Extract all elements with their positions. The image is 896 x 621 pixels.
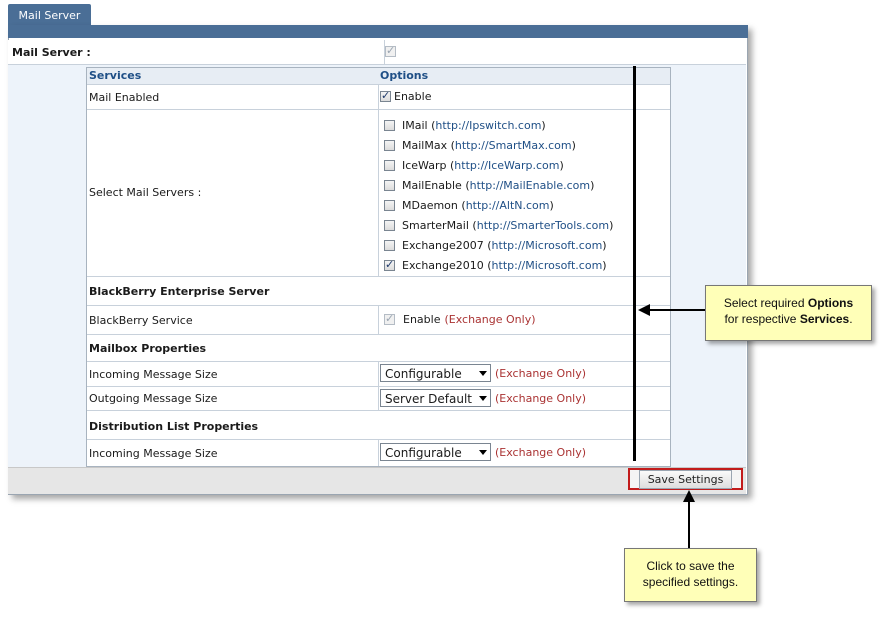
header-bar-overlay [8, 25, 748, 38]
mail-enabled-label: Mail Enabled [89, 91, 160, 104]
footer-bar [8, 467, 746, 494]
checkbox-icon[interactable] [384, 199, 395, 211]
column-divider [378, 440, 379, 466]
section-row: BlackBerry Enterprise Server [87, 277, 670, 306]
column-divider [378, 306, 379, 335]
arrow-up-icon [683, 490, 695, 550]
table-row: Select Mail Servers : [87, 110, 670, 277]
tab-mail-server[interactable]: Mail Server [8, 4, 91, 27]
header-options: Options [380, 69, 429, 82]
blackberry-section-title: BlackBerry Enterprise Server [89, 285, 270, 298]
checkbox-icon[interactable] [384, 139, 395, 151]
exchange-only-note: (Exchange Only) [495, 445, 587, 459]
checkbox-icon[interactable] [384, 219, 395, 231]
incoming-size-label: Incoming Message Size [89, 368, 218, 381]
header-services: Services [89, 69, 142, 82]
server-link[interactable]: http://Ipswitch.com [435, 118, 542, 132]
save-callout: Click to save the specified settings. [624, 548, 757, 602]
checkbox-icon[interactable] [384, 258, 395, 271]
options-bracket-line [633, 66, 636, 461]
mail-server-label: Mail Server : [12, 46, 91, 59]
options-callout: Select required Options for respective S… [705, 285, 872, 341]
dl-incoming-size-label: Incoming Message Size [89, 447, 218, 460]
blackberry-option[interactable]: Enable (Exchange Only) [384, 312, 536, 326]
server-option[interactable]: SmarterMail (http://SmarterTools.com) [384, 217, 613, 233]
section-row: Distribution List Properties [87, 411, 670, 440]
distribution-section-title: Distribution List Properties [89, 420, 259, 433]
dl-incoming-size-select[interactable]: Configurable [380, 443, 491, 461]
blackberry-service-label: BlackBerry Service [89, 314, 193, 327]
chevron-down-icon [479, 396, 487, 401]
tab-label: Mail Server [18, 9, 81, 22]
enable-label: Enable [394, 90, 432, 103]
outgoing-size-select[interactable]: Server Default [380, 389, 491, 407]
save-settings-button[interactable]: Save Settings [638, 469, 733, 489]
server-link[interactable]: http://SmarterTools.com [476, 218, 610, 232]
blackberry-checkbox[interactable] [384, 312, 395, 325]
server-link[interactable]: http://AltN.com [465, 198, 550, 212]
server-option[interactable]: MailMax (http://SmartMax.com) [384, 137, 576, 153]
exchange-only-note: (Exchange Only) [444, 313, 536, 326]
mail-enabled-option[interactable]: Enable [380, 89, 432, 103]
mail-server-checkbox[interactable] [385, 44, 396, 57]
checkbox-icon[interactable] [384, 179, 395, 191]
server-link[interactable]: http://IceWarp.com [454, 158, 560, 172]
incoming-size-select[interactable]: Configurable [380, 364, 491, 382]
save-settings-highlight[interactable]: Save Settings [628, 468, 743, 490]
exchange-only-note: (Exchange Only) [495, 366, 587, 380]
chevron-down-icon [479, 450, 487, 455]
mail-server-row: Mail Server : [8, 40, 746, 65]
services-table: Services Options Mail Enabled Enable Sel… [86, 67, 671, 467]
table-row: Mail Enabled Enable [87, 85, 670, 110]
select-servers-label: Select Mail Servers : [89, 186, 202, 199]
server-option[interactable]: MailEnable (http://MailEnable.com) [384, 177, 594, 193]
exchange-only-note: (Exchange Only) [495, 391, 587, 405]
server-link[interactable]: http://Microsoft.com [491, 238, 603, 252]
table-row: Incoming Message Size Configurable (Exch… [87, 362, 670, 387]
table-header: Services Options [87, 68, 670, 85]
column-divider [378, 68, 379, 276]
server-link[interactable]: http://Microsoft.com [491, 258, 603, 272]
server-option[interactable]: Exchange2010 (http://Microsoft.com) [384, 257, 607, 273]
table-row: Outgoing Message Size Server Default (Ex… [87, 387, 670, 411]
table-row: Incoming Message Size Configurable (Exch… [87, 440, 670, 465]
server-option[interactable]: IceWarp (http://IceWarp.com) [384, 157, 564, 173]
server-option[interactable]: MDaemon (http://AltN.com) [384, 197, 554, 213]
chevron-down-icon [479, 371, 487, 376]
section-row: Mailbox Properties [87, 335, 670, 362]
checkbox-icon[interactable] [384, 239, 395, 251]
table-row: BlackBerry Service Enable (Exchange Only… [87, 306, 670, 335]
mail-enabled-checkbox[interactable] [380, 89, 391, 102]
checkbox-icon[interactable] [384, 159, 395, 171]
server-option[interactable]: Exchange2007 (http://Microsoft.com) [384, 237, 607, 253]
checkbox-icon[interactable] [384, 119, 395, 131]
server-link[interactable]: http://SmartMax.com [454, 138, 572, 152]
server-link[interactable]: http://MailEnable.com [469, 178, 591, 192]
mailbox-section-title: Mailbox Properties [89, 342, 207, 355]
server-option[interactable]: IMail (http://Ipswitch.com) [384, 117, 546, 133]
outgoing-size-label: Outgoing Message Size [89, 392, 218, 405]
arrow-left-icon [638, 304, 706, 316]
checkbox-icon [385, 44, 396, 57]
